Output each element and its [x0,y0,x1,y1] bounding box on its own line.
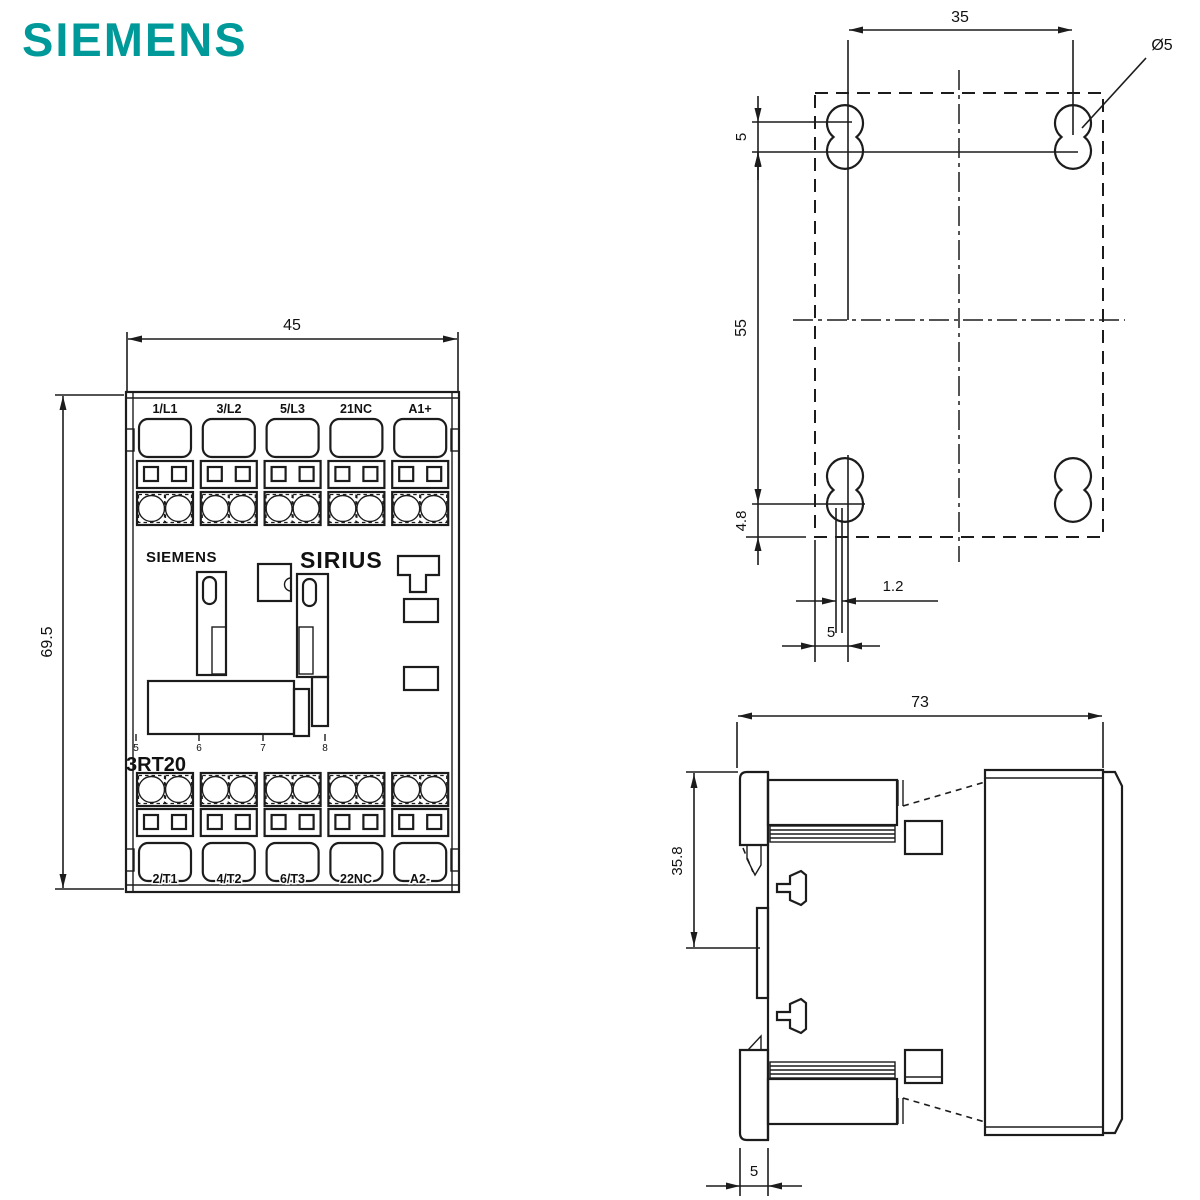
terminal-column-bottom [327,771,386,883]
svg-text:55: 55 [733,319,750,337]
edge-tab [125,848,135,872]
face-small-rect-2 [402,665,440,692]
svg-text:45: 45 [283,317,301,334]
terminal-column-bottom [199,771,258,883]
face-slot-left-oval [201,575,218,606]
position-mark-2: 6 [196,743,202,754]
terminal-label-bottom-4: 22NC [340,872,372,886]
dim-front-width: 45 [126,317,459,391]
terminal-column-top [135,417,195,527]
face-slot-right-tail [310,675,330,728]
leader-line [1081,57,1147,129]
dim-rear-slot-width: 1.2 [796,508,938,633]
svg-text:73: 73 [911,694,929,711]
diagonal-dashed-bottom [902,1097,986,1123]
svg-text:5: 5 [750,1163,758,1180]
terminal-block-bottom [766,1077,899,1126]
keyhole-slot-top-left [825,104,865,170]
terminal-column-bottom [135,771,195,883]
position-mark-1: 5 [133,743,139,754]
side-detail-square-bottom [903,1048,944,1085]
face-label-window-ext [292,687,311,738]
panel-series-text: SIRIUS [300,547,383,573]
face-slot-left-inner [211,626,227,675]
side-view: 73 35.8 5 [669,694,1124,1196]
rear-view: 35 Ø5 5 55 [733,9,1173,662]
terminal-column-top [327,417,386,527]
svg-text:5: 5 [733,133,750,141]
svg-text:35.8: 35.8 [669,846,686,875]
svg-text:Ø5: Ø5 [1151,37,1172,54]
terminal-label-top-4: 21NC [340,402,372,416]
rear-outline-dashed [814,92,1104,538]
keyhole-slot-bottom-right [1053,457,1093,523]
terminal-label-top-1: 1/L1 [152,402,177,416]
plate-bottom-hook [746,1034,762,1051]
terminal-label-bottom-3: 6/T3 [280,872,305,886]
face-small-rect-1 [402,597,440,624]
edge-tab [450,428,460,452]
svg-text:1.2: 1.2 [883,578,904,595]
dim-front-height: 69.5 [39,394,124,890]
position-mark-4: 8 [322,743,328,754]
panel-model-text: 3RT20 [126,754,186,776]
siemens-logo: SIEMENS [22,13,248,66]
svg-text:5: 5 [827,624,835,641]
edge-tab [125,428,135,452]
face-slot-left [195,570,228,677]
keyhole-slot-bottom-left [825,457,865,523]
terminal-column-bottom [391,771,450,883]
plate-bottom-tab [738,1048,770,1142]
diagonal-dashed-top [902,781,986,807]
plate-top-hook [746,845,762,877]
face-label-window [146,679,296,736]
front-outline [124,390,461,894]
dim-side-depth: 73 [736,694,1104,768]
face-notch-box [256,562,293,603]
plate-hook-dash [742,847,754,873]
din-rail-groove [755,906,770,1000]
svg-text:4.8: 4.8 [733,511,750,532]
dim-rear-foot-width: 5 [782,624,880,650]
position-mark-3: 7 [260,743,266,754]
terminal-label-top-3: 5/L3 [280,402,305,416]
clip-release-top [775,869,808,907]
clip-release-bottom [775,997,808,1035]
face-notch-arc [283,577,292,592]
terminal-block-top [766,778,899,827]
panel-brand-text: SIEMENS [146,549,217,566]
terminal-column-top [391,417,450,527]
terminal-label-bottom-1: 2/T1 [152,872,177,886]
svg-text:69.5: 69.5 [39,626,56,657]
terminal-column-top [199,417,258,527]
terminal-column-bottom [263,771,322,883]
face-slot-right-oval [301,577,318,608]
callout-hole-diameter: Ø5 [1081,37,1173,129]
terminal-label-top-5: A1+ [408,402,431,416]
edge-tab [450,848,460,872]
dim-rear-bottom-offset: 4.8 [733,504,762,565]
front-cover-profile [1103,770,1124,1135]
dim-side-rail-height: 35.8 [669,771,760,949]
face-slot-right-inner [298,626,314,675]
terminal-column-top [263,417,322,527]
side-detail-square-top [903,819,944,856]
dim-rear-hole-spacing-v: 55 [733,152,762,504]
terminal-label-top-2: 3/L2 [216,402,241,416]
svg-text:35: 35 [951,9,969,26]
side-body [983,768,1105,1137]
front-view: 1/L1 3/L2 5/L3 21NC A1+ 2/T1 4/T2 6/T3 2… [39,317,461,894]
terminal-label-bottom-2: 4/T2 [216,872,241,886]
dim-side-plate-thickness: 5 [706,1148,802,1196]
face-t-flag [396,554,441,594]
dim-rear-hole-spacing-h: 35 [849,9,1074,135]
terminal-label-bottom-5: A2- [410,872,430,886]
plate-top-tab [738,770,770,847]
